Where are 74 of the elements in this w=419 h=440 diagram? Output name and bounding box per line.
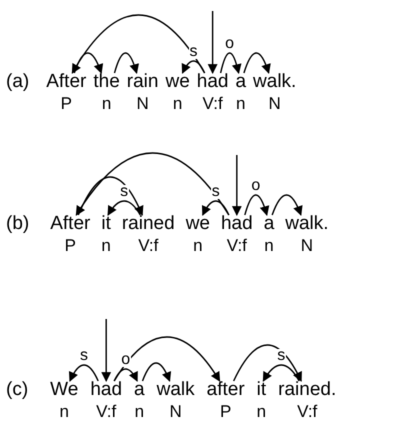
dependency-arrow [220, 52, 242, 74]
dependency-arrow [233, 344, 302, 382]
word: a [134, 380, 145, 399]
root-arrow [232, 155, 242, 216]
word: walk [156, 380, 195, 399]
word: had [196, 72, 228, 91]
dependency-arrow [202, 200, 230, 216]
word: it [256, 380, 266, 399]
word-class-label: n [102, 95, 112, 112]
sentence-label: (c) [6, 380, 28, 399]
root-arrow [101, 319, 112, 382]
word-class-label: V:f [297, 403, 318, 420]
word: had [220, 214, 253, 233]
word: after [206, 380, 245, 399]
word: walk. [253, 72, 296, 91]
word-class-label: n [264, 237, 274, 254]
dependency-arrow [107, 200, 141, 216]
word-class-label: n [134, 403, 144, 420]
dependency-arrow [72, 14, 206, 74]
root-arrow [208, 11, 218, 74]
dependency-arrow [69, 364, 99, 382]
word-class-label: n [101, 237, 111, 254]
edge-label: s [79, 349, 90, 363]
word: we [186, 214, 210, 233]
word: the [93, 72, 120, 91]
word: rained [122, 214, 175, 233]
edge-label: o [250, 179, 262, 193]
dependency-arrow [262, 364, 300, 382]
edge-label: s [188, 45, 199, 59]
word-class-label: n [172, 95, 182, 112]
dependency-arrow [76, 152, 230, 216]
sentence-label: (b) [6, 214, 30, 233]
word-class-label: n [256, 403, 266, 420]
dependency-arrow [74, 52, 103, 74]
word: a [264, 214, 274, 233]
word-class-label: P [64, 237, 76, 254]
dependency-arrow [142, 362, 171, 382]
word: a [235, 72, 246, 91]
word-class-label: n [60, 403, 69, 420]
word: rained. [278, 380, 336, 399]
dependency-arrow [272, 194, 302, 216]
word-class-label: n [193, 237, 203, 254]
edge-label: o [120, 353, 132, 367]
word-class-label: n [236, 95, 246, 112]
word-class-label: N [300, 237, 314, 254]
dependency-arrow [182, 60, 206, 74]
dependency-arrow [114, 52, 139, 74]
word-class-label: N [136, 95, 149, 112]
word: We [50, 380, 78, 399]
word: had [90, 380, 122, 399]
edge-label: s [119, 185, 130, 199]
word: After [50, 214, 90, 233]
sentence-label: (a) [6, 72, 30, 91]
word-class-label: P [60, 95, 72, 112]
dependency-arrow [78, 176, 144, 216]
word-class-label: V:f [202, 95, 223, 112]
word: it [101, 214, 111, 233]
word-class-label: V:f [138, 237, 158, 254]
word: we [165, 72, 190, 91]
word: After [46, 72, 86, 91]
edge-label: s [276, 349, 286, 363]
word-class-label: V:f [226, 237, 247, 254]
word-class-label: N [268, 95, 281, 112]
word: rain [126, 72, 158, 91]
word-class-label: N [169, 403, 182, 420]
dependency-arrow [243, 52, 271, 74]
dependency-arrow [244, 194, 270, 216]
word-class-label: P [220, 403, 232, 420]
edge-label: o [224, 37, 236, 51]
word-class-label: V:f [96, 403, 116, 420]
edge-label: s [210, 185, 221, 199]
word: walk. [285, 214, 329, 233]
dependency-arrow [114, 368, 138, 382]
dependency-arrow [114, 336, 220, 382]
